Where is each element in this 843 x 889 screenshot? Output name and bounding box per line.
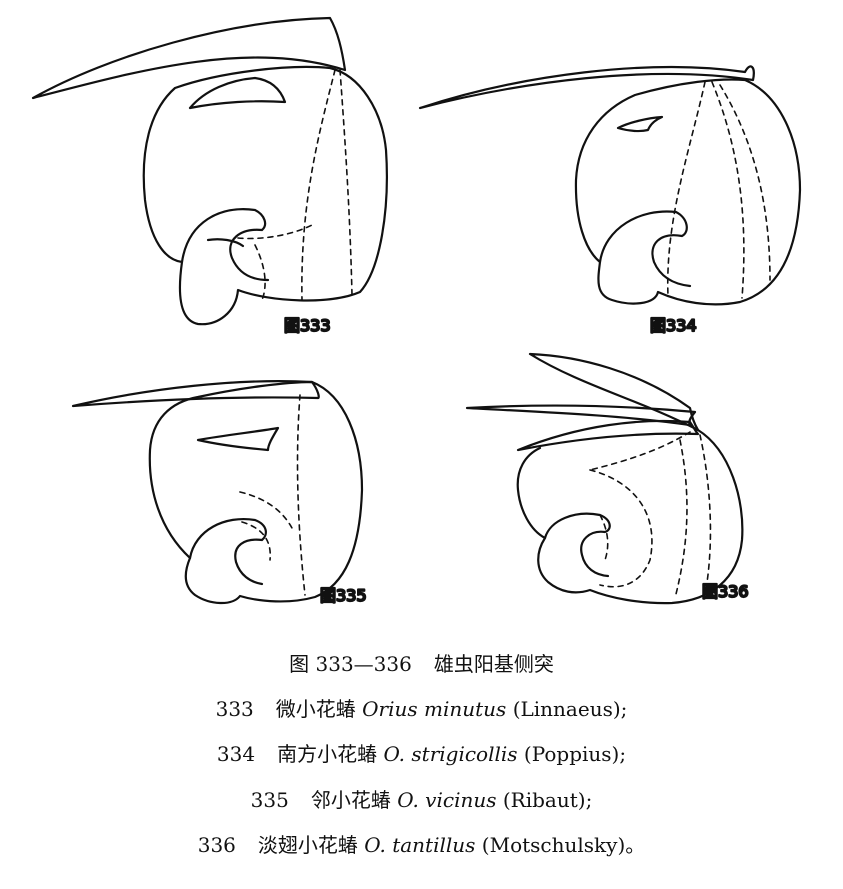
entry-authority: (Linnaeus);	[512, 697, 628, 721]
entry-number: 336	[197, 833, 236, 857]
figure-336-label: 图336	[702, 582, 749, 601]
figure-334-label: 图334	[650, 316, 697, 335]
entry-common-name: 微小花蝽	[275, 697, 356, 721]
figure-336-drawing	[465, 352, 744, 605]
entry-genus: O.	[397, 788, 419, 812]
caption-entry-333: 333 微小花蝽 Orius minutus (Linnaeus);	[0, 697, 843, 721]
entry-species: tantillus	[392, 833, 476, 857]
caption-entry-336: 336 淡翅小花蝽 O. tantillus (Motschulsky)。	[0, 833, 843, 857]
entry-genus: Orius	[362, 697, 418, 721]
figure-335-label: 图335	[320, 586, 367, 605]
figure-334-drawing	[418, 65, 802, 306]
entry-number: 334	[216, 742, 256, 766]
caption-title: 图 333—336 雄虫阳基侧突	[0, 652, 843, 676]
entry-species: vicinus	[425, 788, 497, 812]
caption-title-number: 图 333—336	[289, 652, 412, 676]
figure-335-drawing	[71, 380, 364, 605]
entry-authority: (Motschulsky)。	[481, 833, 646, 857]
entry-authority: (Poppius);	[523, 742, 627, 766]
entry-number: 335	[250, 788, 289, 812]
entry-common-name: 淡翅小花蝽	[257, 833, 358, 857]
figure-333-drawing	[31, 16, 388, 326]
figure-333-label: 图333	[284, 316, 331, 335]
figure-plate: 图333 图334 图335	[31, 16, 802, 606]
entry-number: 333	[215, 697, 254, 721]
entry-species: minutus	[424, 697, 507, 721]
entry-authority: (Ribaut);	[502, 788, 593, 812]
entry-species: strigicollis	[411, 742, 518, 766]
caption-entry-335: 335 邻小花蝽 O. vicinus (Ribaut);	[0, 788, 843, 812]
entry-common-name: 南方小花蝽	[277, 742, 378, 766]
entry-genus: O.	[364, 833, 386, 857]
caption-entry-334: 334 南方小花蝽 O. strigicollis (Poppius);	[0, 742, 843, 766]
caption-title-text: 雄虫阳基侧突	[433, 652, 554, 676]
entry-common-name: 邻小花蝽	[310, 788, 391, 812]
entry-genus: O.	[383, 742, 406, 766]
